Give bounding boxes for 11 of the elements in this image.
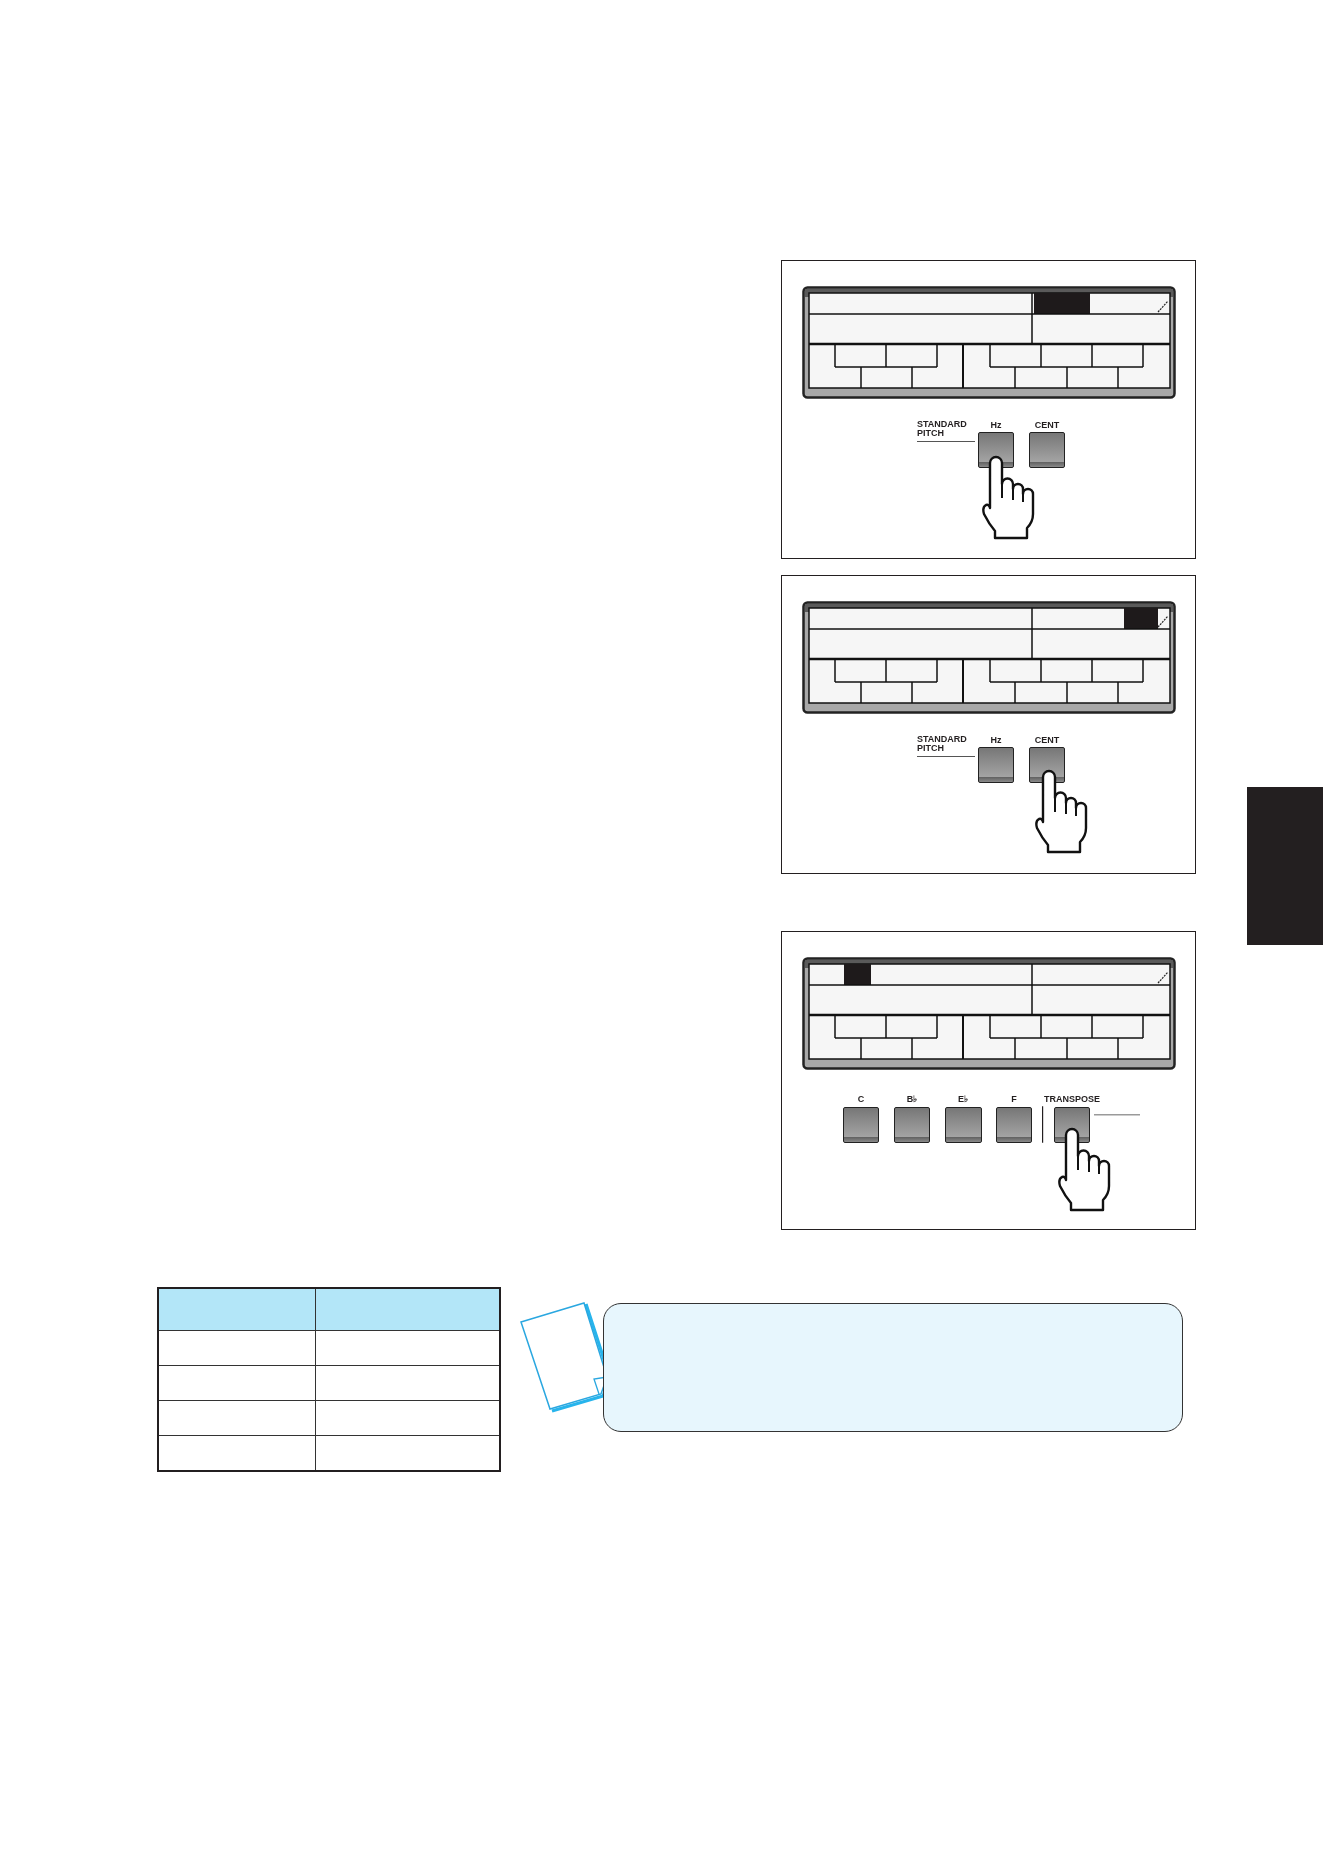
button-label: TRANSPOSE <box>1044 1095 1100 1104</box>
button-label: E♭ <box>958 1095 968 1104</box>
button-label: B♭ <box>906 1095 918 1104</box>
button-label: CENT <box>1034 736 1060 745</box>
button-label: Hz <box>990 736 1002 745</box>
button-label: F <box>1011 1095 1017 1104</box>
button-label: C <box>857 1095 865 1104</box>
button-label: Hz <box>990 421 1002 430</box>
panel-label: STANDARD PITCH <box>917 735 968 753</box>
panel-label: STANDARD PITCH <box>917 420 968 438</box>
button-label: CENT <box>1034 421 1060 430</box>
